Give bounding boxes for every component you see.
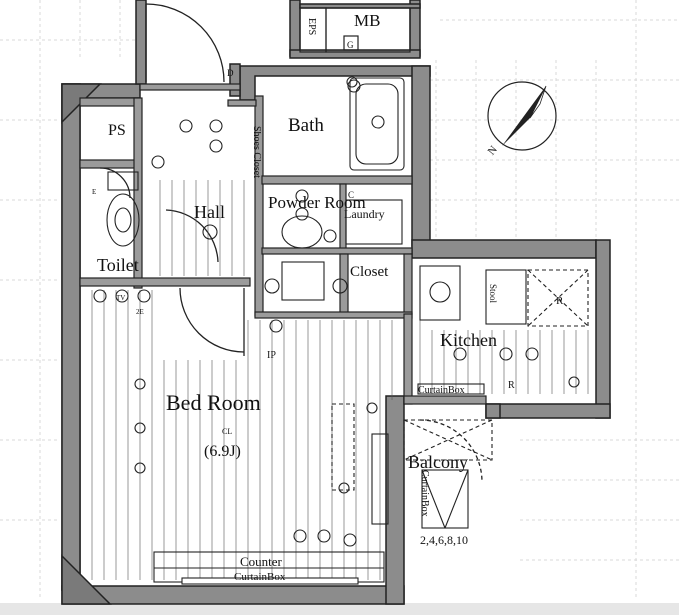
toilet-bowl-icon: [106, 193, 140, 247]
shoes-closet-label: Shoes Closet: [251, 126, 262, 178]
stool-label: Stool: [488, 284, 498, 304]
bathtub-icon: [349, 77, 405, 171]
curtainbox-kitchen-label: CurtainBox: [418, 385, 465, 396]
g-label: G: [347, 40, 354, 50]
door-swings: [99, 3, 483, 483]
r-label: R: [508, 380, 515, 391]
ip-label: IP: [267, 350, 276, 361]
d-label: D: [227, 68, 234, 78]
ps-label: PS: [108, 122, 126, 139]
hall-label: Hall: [194, 202, 225, 222]
kitchen-sink-icon: [419, 265, 461, 321]
compass-needle-icon: [502, 86, 546, 146]
meter-boxes: [299, 7, 411, 53]
kitchen-label: Kitchen: [440, 330, 497, 350]
powder-label: Powder Room: [268, 193, 366, 212]
bed-room-size-label: (6.9J): [204, 443, 241, 460]
toilet-label: Toilet: [97, 255, 139, 275]
vanity-icon: [281, 261, 325, 301]
laundry-label: Laundry: [344, 207, 385, 221]
washbasin-icon: [281, 215, 323, 249]
stove-icon: [527, 269, 589, 327]
r-lower-label: R: [556, 295, 564, 307]
two-e-label: 2E: [136, 308, 144, 316]
background-grid: [0, 0, 679, 600]
balcony-floors-label: 2,4,6,8,10: [420, 533, 468, 547]
closet-label: Closet: [350, 264, 389, 280]
eps-label: EPS: [306, 18, 317, 35]
bottom-strip: [0, 603, 679, 615]
room-labels: EPS MB G PS Bath Shoes Closet Powder Roo…: [97, 11, 497, 547]
laundry-pan-icon: [345, 199, 403, 245]
curtainbox-bottom-label: CurtainBox: [234, 571, 286, 583]
counter-label: Counter: [240, 554, 283, 569]
floor-hatching: [91, 180, 589, 580]
walls: [61, 0, 611, 605]
wardrobe-outline: [331, 403, 355, 491]
shower-icon: [346, 76, 358, 88]
e-label: E: [92, 188, 96, 196]
balcony-label: Balcony: [408, 452, 468, 472]
mb-label: MB: [354, 11, 380, 30]
curtainbox-vertical-label: CurtainBox: [419, 470, 430, 517]
compass-north-label: N: [486, 144, 500, 158]
toilet-tank-icon: [107, 171, 139, 191]
bed-room-label: Bed Room: [166, 390, 261, 415]
c-label: C: [348, 190, 354, 200]
compass-ring-icon: [487, 81, 557, 151]
fixtures: [93, 76, 589, 585]
cl-label: CL: [222, 427, 232, 436]
fridge-space-icon: [485, 269, 527, 325]
tv-label: TV: [116, 294, 125, 302]
interior-walls: [79, 83, 487, 405]
bath-label: Bath: [288, 115, 324, 136]
annotations: Counter CurtainBox CurtainBox CurtainBox…: [92, 68, 564, 583]
